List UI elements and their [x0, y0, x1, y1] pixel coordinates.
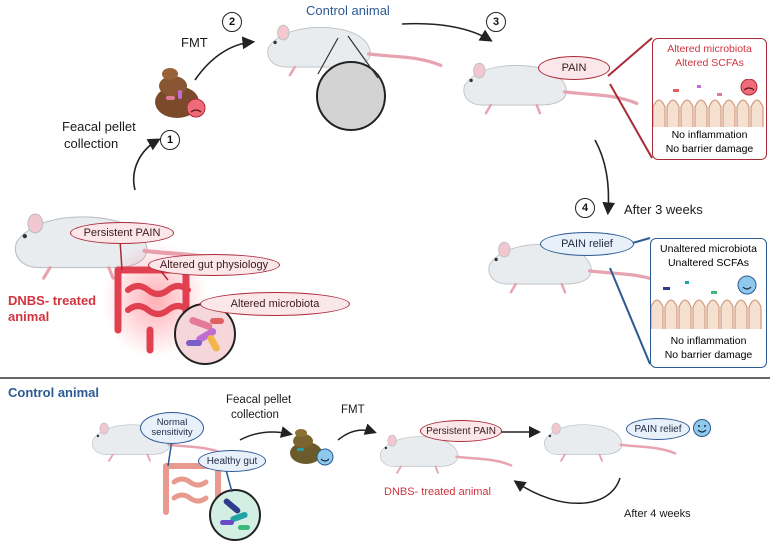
pellet-top-icon — [155, 68, 206, 118]
arrow-fmt-bottom — [337, 423, 377, 441]
pain-relief-oval-top: PAIN relief — [540, 232, 634, 256]
pellet-label-top-2: collection — [64, 136, 119, 151]
dnbs-label-bottom: DNBS- treated animal — [384, 486, 491, 498]
normal-sensitivity-line2: sensitivity — [151, 427, 193, 438]
normal-sensitivity-oval: Normal sensitivity — [140, 412, 204, 444]
empty-zoom-circle — [316, 61, 386, 131]
pellet-label-bottom-1: Feacal pellet — [226, 394, 292, 406]
red-box-line4: No barrier damage — [665, 143, 754, 155]
fmt-label-top: FMT — [181, 35, 208, 50]
microbiota-zoom-bottom — [209, 489, 261, 541]
arrow-after4 — [513, 477, 621, 504]
top-control-title: Control animal — [306, 3, 390, 18]
healthy-gut — [163, 463, 221, 515]
red-box-line3: No inflammation — [671, 129, 748, 141]
red-box-line1: Altered microbiota — [667, 43, 752, 55]
altered-info-box: Altered microbiota Altered SCFAs No infl… — [652, 38, 767, 160]
zoom-lines-red — [607, 37, 653, 159]
smiley-icon — [693, 419, 711, 437]
pain-oval: PAIN — [538, 56, 610, 80]
after-3-weeks-label: After 3 weeks — [624, 202, 703, 217]
bacteria-top — [186, 317, 224, 352]
blue-box-line3: No inflammation — [670, 335, 747, 347]
arrow-pellet — [133, 138, 161, 191]
after-4-weeks-label: After 4 weeks — [624, 508, 691, 520]
arrow-after3 — [594, 139, 616, 216]
step-3-marker: 3 — [486, 12, 506, 32]
altered-gut-physiology-oval: Altered gut physiology — [148, 254, 280, 276]
step-4-marker: 4 — [575, 198, 595, 218]
pain-relief-oval-bottom: PAIN relief — [626, 418, 690, 440]
persistent-pain-oval-bottom: Persistent PAIN — [420, 420, 502, 442]
blue-box-line2: Unaltered SCFAs — [667, 257, 750, 269]
healthy-gut-oval: Healthy gut — [198, 450, 266, 472]
fmt-label-bottom: FMT — [341, 404, 365, 416]
arrow-to-step3 — [401, 22, 493, 42]
red-box-line2: Altered SCFAs — [675, 57, 744, 69]
step-2-marker: 2 — [222, 12, 242, 32]
step-1-marker: 1 — [160, 130, 180, 150]
blue-box-line4: No barrier damage — [664, 349, 753, 361]
bottom-control-title: Control animal — [8, 385, 100, 400]
arrow-fmt — [194, 36, 256, 81]
red-villi-illustration — [653, 79, 764, 127]
dnbs-label-2: animal — [8, 309, 50, 324]
pellet-bottom-icon — [290, 429, 334, 466]
bacteria-bottom — [220, 498, 250, 530]
dnbs-label-1: DNBS- treated — [8, 293, 97, 308]
blue-villi-illustration — [651, 275, 762, 329]
pellet-label-top-1: Feacal pellet — [62, 119, 136, 134]
normal-sensitivity-line1: Normal — [156, 416, 188, 428]
persistent-pain-oval-top: Persistent PAIN — [70, 222, 174, 244]
pellet-label-bottom-2: collection — [231, 409, 279, 421]
unaltered-info-box: Unaltered microbiota Unaltered SCFAs No … — [650, 238, 767, 368]
arrow-pellet-bottom — [239, 426, 293, 441]
altered-microbiota-oval: Altered microbiota — [200, 292, 350, 316]
zoom-lines-blue — [607, 237, 651, 365]
blue-box-line1: Unaltered microbiota — [660, 243, 757, 255]
